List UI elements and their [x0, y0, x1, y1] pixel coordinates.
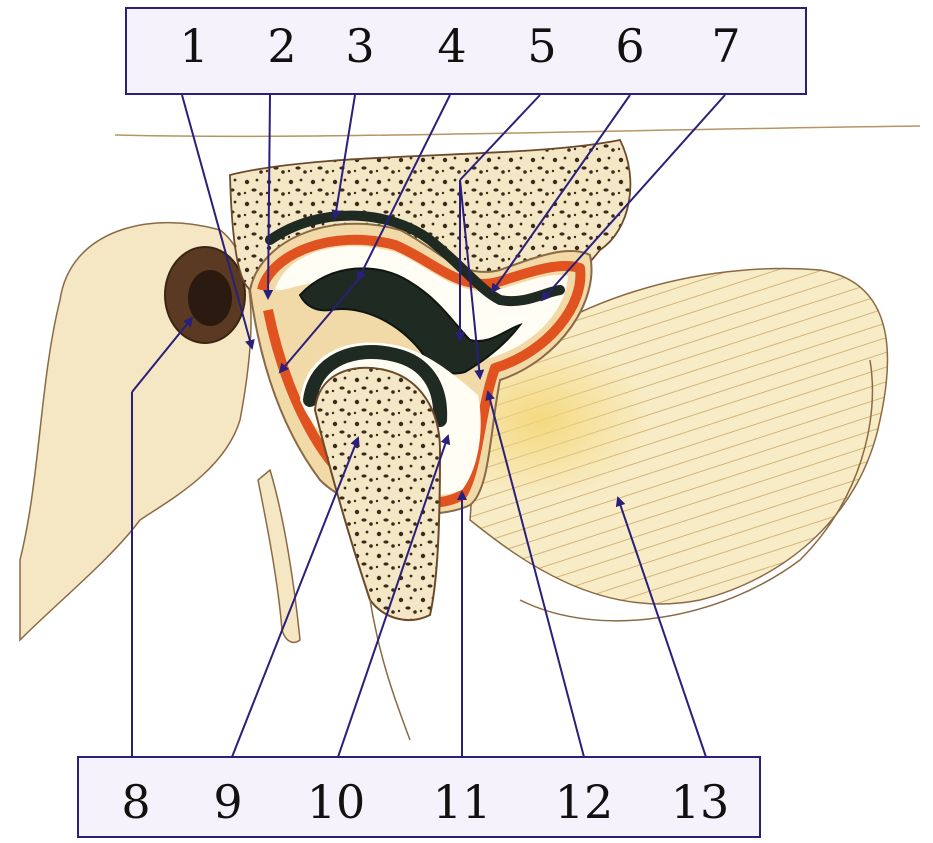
label-1: 1 [179, 19, 208, 73]
label-11: 11 [433, 775, 492, 829]
bottom-label-box [78, 757, 760, 837]
label-13: 13 [671, 775, 730, 829]
label-9: 9 [213, 775, 242, 829]
label-8: 8 [121, 775, 150, 829]
anatomy-illustration [20, 126, 920, 740]
label-6: 6 [615, 19, 644, 73]
label-2: 2 [267, 19, 296, 73]
ramus-outline [370, 600, 410, 740]
styloid-process [258, 470, 300, 642]
label-5: 5 [527, 19, 556, 73]
skull-base-outline [115, 126, 920, 136]
label-12: 12 [555, 775, 614, 829]
label-7: 7 [711, 19, 740, 73]
label-4: 4 [437, 19, 466, 73]
label-3: 3 [345, 19, 374, 73]
leader-9 [232, 438, 358, 757]
label-10: 10 [307, 775, 366, 829]
mandibular-condyle [315, 368, 440, 620]
